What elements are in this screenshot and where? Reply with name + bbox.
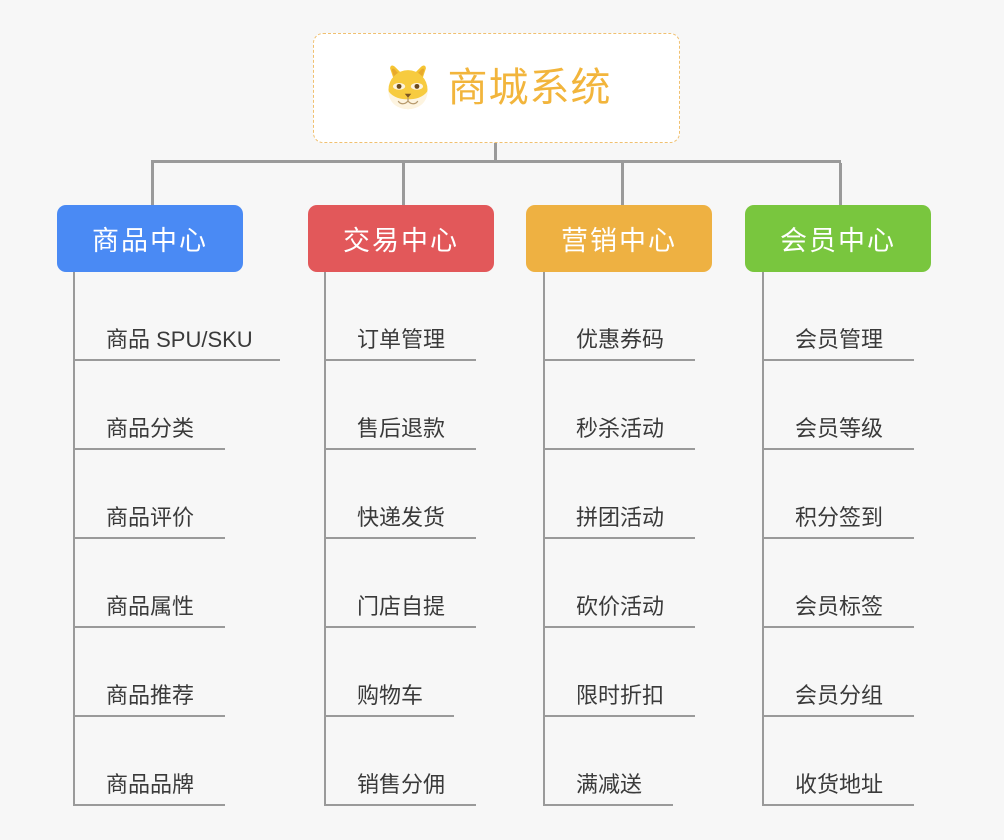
leaf-item[interactable]: 商品分类	[73, 361, 245, 450]
leaf-item[interactable]: 会员标签	[762, 539, 934, 628]
leaf-underline	[324, 626, 476, 628]
leaf-underline	[324, 804, 476, 806]
leaf-item[interactable]: 拼团活动	[543, 450, 715, 539]
leaf-item[interactable]: 商品 SPU/SKU	[73, 272, 300, 361]
leaf-underline	[543, 448, 695, 450]
leaf-spine	[73, 272, 75, 806]
category-label: 营销中心	[561, 226, 677, 256]
leaf-label: 购物车	[357, 682, 424, 708]
leaf-label: 商品属性	[106, 593, 195, 619]
leaf-item[interactable]: 购物车	[324, 628, 474, 717]
leaf-label: 满减送	[576, 771, 643, 797]
leaf-label: 砍价活动	[576, 593, 665, 619]
leaf-item[interactable]: 优惠券码	[543, 272, 715, 361]
leaf-item[interactable]: 商品品牌	[73, 717, 245, 806]
connector-drop-product-center	[151, 163, 154, 205]
leaf-underline	[324, 359, 476, 361]
category-label: 交易中心	[343, 226, 459, 256]
leaf-label: 会员分组	[795, 682, 884, 708]
leaf-label: 商品 SPU/SKU	[106, 326, 253, 352]
leaf-label: 会员管理	[795, 326, 884, 352]
leaf-item[interactable]: 秒杀活动	[543, 361, 715, 450]
leaf-label: 订单管理	[357, 326, 446, 352]
leaf-label: 会员标签	[795, 593, 884, 619]
leaf-label: 商品分类	[106, 415, 195, 441]
leaf-item[interactable]: 收货地址	[762, 717, 934, 806]
leaf-underline	[762, 537, 914, 539]
leaf-label: 积分签到	[795, 504, 884, 530]
leaf-label: 商品评价	[106, 504, 195, 530]
root-title: 商城系统	[447, 66, 612, 110]
leaf-underline	[324, 448, 476, 450]
leaf-label: 商品推荐	[106, 682, 195, 708]
leaf-item[interactable]: 商品属性	[73, 539, 245, 628]
connector-drop-member-center	[839, 163, 842, 205]
shiba-dog-face-icon	[388, 65, 427, 110]
leaf-label: 门店自提	[357, 593, 446, 619]
leaf-label: 限时折扣	[576, 682, 665, 708]
leaf-item[interactable]: 满减送	[543, 717, 693, 806]
leaf-underline	[73, 626, 225, 628]
leaf-label: 优惠券码	[576, 326, 665, 352]
category-label: 会员中心	[780, 226, 896, 256]
leaf-item[interactable]: 砍价活动	[543, 539, 715, 628]
leaf-item[interactable]: 会员分组	[762, 628, 934, 717]
leaf-item[interactable]: 快递发货	[324, 450, 496, 539]
leaf-item[interactable]: 商品评价	[73, 450, 245, 539]
leaf-spine	[324, 272, 326, 806]
leaf-underline	[324, 537, 476, 539]
leaf-item[interactable]: 商品推荐	[73, 628, 245, 717]
leaf-underline	[543, 715, 695, 717]
leaf-label: 销售分佣	[357, 771, 446, 797]
category-box-member-center[interactable]: 会员中心	[745, 205, 931, 272]
leaf-item[interactable]: 会员等级	[762, 361, 934, 450]
leaf-label: 快递发货	[357, 504, 446, 530]
leaf-spine	[543, 272, 545, 806]
leaf-underline	[543, 804, 673, 806]
leaf-underline	[73, 804, 225, 806]
connector-horizontal-bus	[151, 160, 841, 163]
leaf-item[interactable]: 销售分佣	[324, 717, 496, 806]
category-box-product-center[interactable]: 商品中心	[57, 205, 243, 272]
leaf-item[interactable]: 售后退款	[324, 361, 496, 450]
leaf-label: 收货地址	[795, 771, 884, 797]
leaf-item[interactable]: 会员管理	[762, 272, 934, 361]
category-box-marketing-center[interactable]: 营销中心	[526, 205, 712, 272]
leaf-label: 秒杀活动	[576, 415, 665, 441]
leaf-underline	[543, 537, 695, 539]
leaf-label: 会员等级	[795, 415, 884, 441]
leaf-underline	[543, 626, 695, 628]
leaf-underline	[762, 715, 914, 717]
root-node[interactable]: 商城系统	[313, 33, 680, 143]
leaf-underline	[73, 715, 225, 717]
leaf-underline	[324, 715, 454, 717]
leaf-label: 商品品牌	[106, 771, 195, 797]
leaf-underline	[543, 359, 695, 361]
leaf-underline	[73, 537, 225, 539]
leaf-underline	[73, 448, 225, 450]
connector-root-stem	[494, 143, 497, 162]
leaf-label: 售后退款	[357, 415, 446, 441]
leaf-underline	[762, 626, 914, 628]
leaf-underline	[762, 359, 914, 361]
leaf-underline	[73, 359, 280, 361]
leaf-underline	[762, 448, 914, 450]
leaf-label: 拼团活动	[576, 504, 665, 530]
leaf-spine	[762, 272, 764, 806]
leaf-item[interactable]: 门店自提	[324, 539, 496, 628]
category-label: 商品中心	[92, 226, 208, 256]
connector-drop-trade-center	[402, 163, 405, 205]
category-box-trade-center[interactable]: 交易中心	[308, 205, 494, 272]
leaf-underline	[762, 804, 914, 806]
leaf-item[interactable]: 订单管理	[324, 272, 496, 361]
connector-drop-marketing-center	[621, 163, 624, 205]
leaf-item[interactable]: 限时折扣	[543, 628, 715, 717]
leaf-item[interactable]: 积分签到	[762, 450, 934, 539]
